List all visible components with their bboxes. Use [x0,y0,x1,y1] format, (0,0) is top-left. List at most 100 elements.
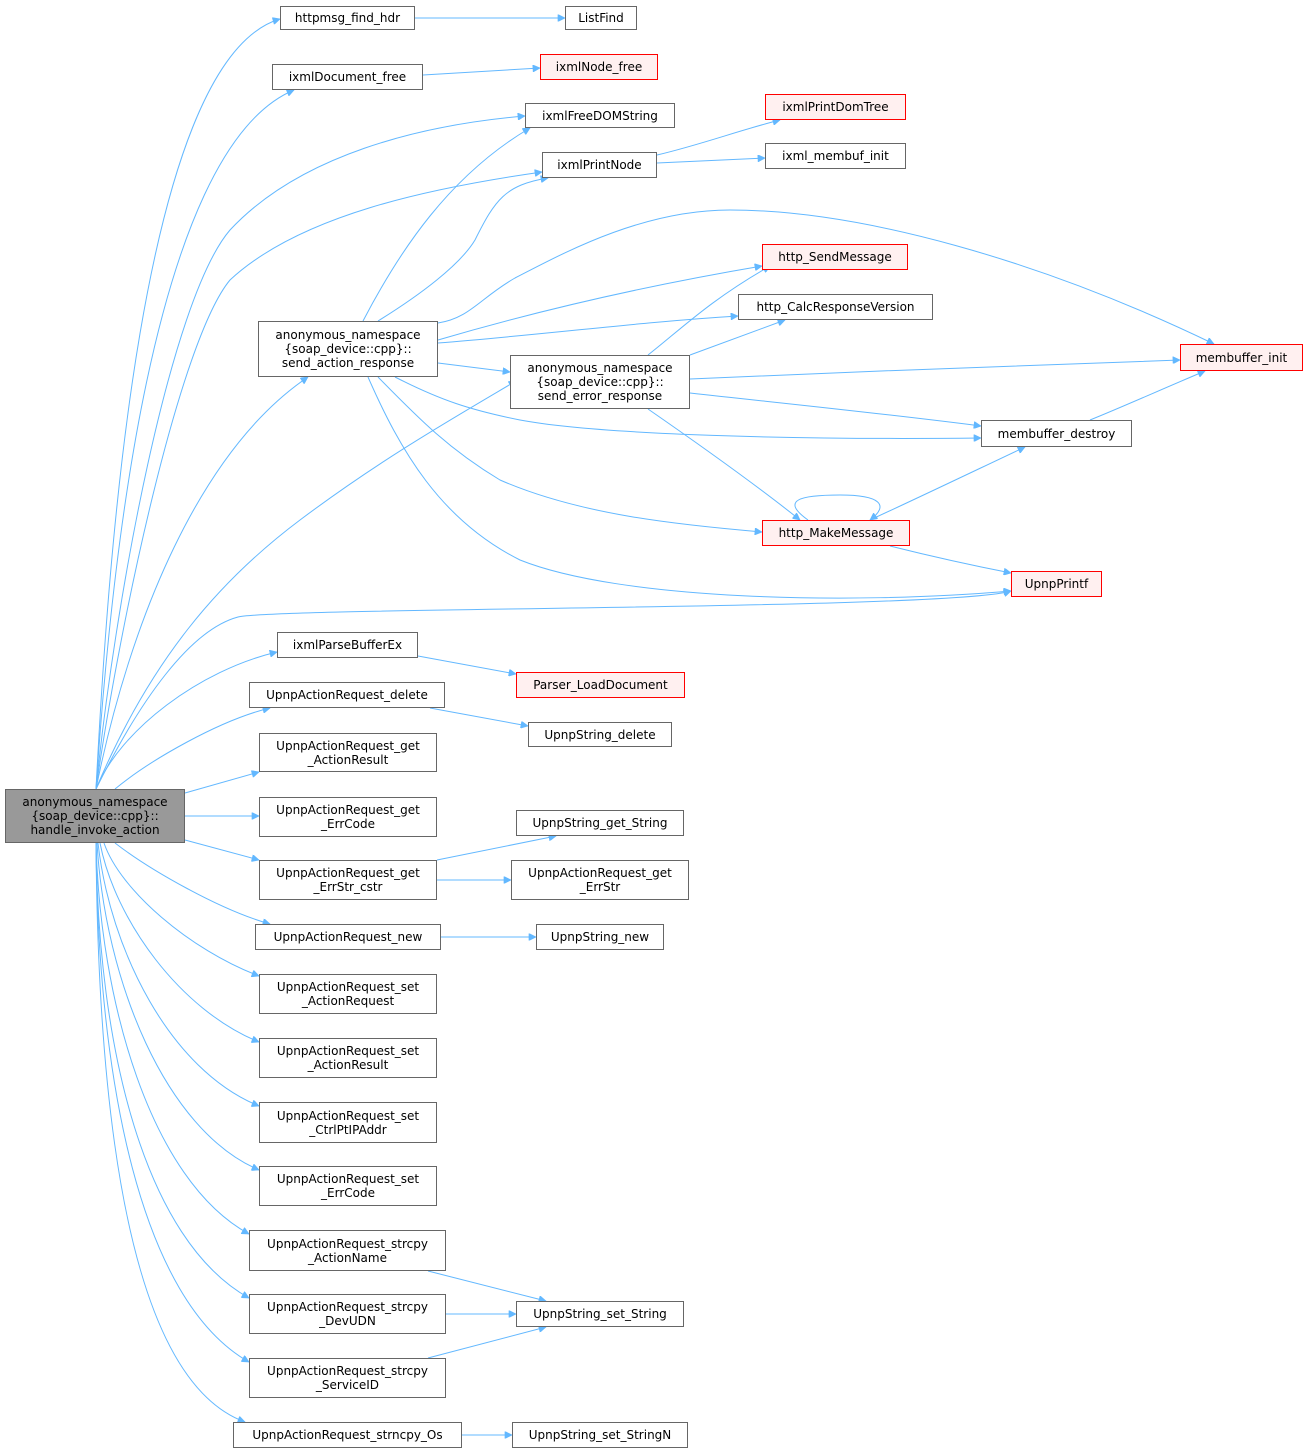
edge-send_action_response-to-UpnpPrintf [367,376,1011,599]
node-label: _ErrCode [321,817,375,831]
node-set_ErrCode[interactable]: UpnpActionRequest_set_ErrCode [259,1166,437,1206]
node-ixmlDocument_free[interactable]: ixmlDocument_free [272,64,423,90]
node-strcpy_ActionName[interactable]: UpnpActionRequest_strcpy_ActionName [249,1230,446,1271]
node-label: _CtrlPtIPAddr [309,1122,387,1137]
node-http_SendMessage[interactable]: http_SendMessage [762,244,908,270]
edge-http_MakeMessage-to-UpnpPrintf [889,545,1011,573]
node-UpnpActionRequest_delete[interactable]: UpnpActionRequest_delete [249,682,445,708]
node-ixml_membuf_init[interactable]: ixml_membuf_init [765,143,906,169]
edge-send_error_response-to-http_MakeMessage [647,408,800,520]
edge-http_MakeMessage-to-http_MakeMessage [794,494,881,520]
node-label: _ActionResult [307,752,389,767]
node-label: _ErrStr_cstr [313,880,383,894]
edge-root-to-get_ActionResult [184,772,259,794]
node-get_ErrCode[interactable]: UpnpActionRequest_get_ErrCode [259,797,437,837]
node-http_MakeMessage[interactable]: http_MakeMessage [762,520,910,546]
node-label: UpnpString_new [550,930,650,944]
node-label: anonymous_namespace [275,328,421,342]
node-set_CtrlPtIPAddr[interactable]: UpnpActionRequest_set_CtrlPtIPAddr [259,1102,437,1143]
node-strcpy_DevUDN[interactable]: UpnpActionRequest_strcpy_DevUDN [249,1294,446,1334]
edge-root-to-ixmlDocument_free [95,90,294,790]
node-label: membuffer_destroy [997,426,1116,441]
node-label: UpnpActionRequest_set [276,1172,420,1186]
edge-root-to-send_action_response [95,377,308,790]
node-strcpy_ServiceID[interactable]: UpnpActionRequest_strcpy_ServiceID [249,1358,446,1398]
node-ixmlNode_free[interactable]: ixmlNode_free [540,54,658,80]
edge-send_action_response-to-send_error_response [437,362,510,372]
node-httpmsg_find_hdr[interactable]: httpmsg_find_hdr [280,6,415,30]
edge-root-to-strcpy_ServiceID [95,842,249,1363]
edge-send_action_response-to-http_CalcResponseVersion [437,316,738,344]
node-membuffer_init[interactable]: membuffer_init [1180,344,1303,371]
edge-root-to-set_CtrlPtIPAddr [97,842,259,1106]
edge-root-to-UpnpPrintf [95,591,1011,790]
node-send_error_response[interactable]: anonymous_namespace{soap_device::cpp}::s… [510,355,690,409]
node-label: _DevUDN [319,1314,376,1328]
node-label: ixmlFreeDOMString [542,108,658,123]
node-get_ErrStr[interactable]: UpnpActionRequest_get_ErrStr [511,860,689,900]
edge-root-to-ixmlParseBufferEx [95,652,277,790]
node-Parser_LoadDocument[interactable]: Parser_LoadDocument [516,672,685,698]
node-ixmlFreeDOMString[interactable]: ixmlFreeDOMString [525,103,675,128]
edge-send_error_response-to-membuffer_destroy [689,392,981,426]
edge-ixmlPrintNode-to-ixmlPrintDomTree [656,120,780,156]
edge-send_action_response-to-http_MakeMessage [377,376,762,532]
node-UpnpString_set_StringN[interactable]: UpnpString_set_StringN [512,1422,688,1448]
edge-ixmlParseBufferEx-to-Parser_LoadDocument [417,655,516,674]
edge-strcpy_ActionName-to-UpnpString_set_String [427,1270,546,1301]
node-label: UpnpActionRequest_delete [266,688,428,702]
node-label: ixmlParseBufferEx [292,638,403,652]
node-membuffer_destroy[interactable]: membuffer_destroy [981,420,1132,447]
edge-send_error_response-to-http_CalcResponseVersion [689,320,785,356]
node-label: {soap_device::cpp}:: [284,342,412,356]
node-label: ixmlPrintDomTree [782,100,889,114]
node-label: UpnpActionRequest_get [528,866,672,880]
node-label: _ActionName [308,1250,387,1265]
edge-root-to-strcpy_DevUDN [95,842,249,1299]
node-UpnpString_get_String[interactable]: UpnpString_get_String [516,810,684,836]
node-label: anonymous_namespace [22,795,168,809]
node-label: http_MakeMessage [778,526,894,540]
node-label: ixmlPrintNode [557,158,642,172]
edge-root-to-set_ErrCode [96,842,259,1170]
node-label: httpmsg_find_hdr [294,11,401,25]
edge-strcpy_ServiceID-to-UpnpString_set_String [427,1327,546,1359]
node-label: send_action_response [281,356,415,370]
node-UpnpString_set_String[interactable]: UpnpString_set_String [516,1301,684,1327]
node-label: UpnpActionRequest_get [276,866,420,880]
node-label: _ActionResult [307,1058,389,1072]
edge-http_MakeMessage-to-membuffer_destroy [869,447,1025,521]
node-label: UpnpActionRequest_get [276,803,420,817]
node-UpnpString_delete[interactable]: UpnpString_delete [528,722,672,747]
node-ixmlPrintNode[interactable]: ixmlPrintNode [542,152,657,178]
node-UpnpPrintf[interactable]: UpnpPrintf [1011,571,1102,597]
node-send_action_response[interactable]: anonymous_namespace{soap_device::cpp}::s… [258,321,438,377]
node-label: anonymous_namespace [527,361,673,375]
node-ListFind[interactable]: ListFind [565,6,637,30]
edge-send_error_response-to-membuffer_init [689,360,1180,380]
node-get_ErrStr_cstr[interactable]: UpnpActionRequest_get_ErrStr_cstr [259,860,437,900]
node-label: UpnpActionRequest_strcpy [267,1300,428,1314]
node-label: UpnpActionRequest_set [276,1108,420,1123]
node-http_CalcResponseVersion[interactable]: http_CalcResponseVersion [738,294,933,320]
edge-get_ErrStr_cstr-to-UpnpString_get_String [436,836,556,861]
node-strncpy_Os[interactable]: UpnpActionRequest_strncpy_Os [233,1422,462,1448]
node-label: http_CalcResponseVersion [756,300,915,314]
node-ixmlPrintDomTree[interactable]: ixmlPrintDomTree [765,94,906,120]
node-label: UpnpPrintf [1024,577,1089,591]
node-label: membuffer_init [1195,350,1288,365]
edge-ixmlDocument_free-to-ixmlNode_free [422,68,540,76]
node-label: _ErrStr [579,880,621,894]
node-get_ActionResult[interactable]: UpnpActionRequest_get_ActionResult [259,733,437,772]
node-ixmlParseBufferEx[interactable]: ixmlParseBufferEx [277,632,418,658]
node-label: UpnpActionRequest_strcpy [267,1236,428,1251]
node-set_ActionResult[interactable]: UpnpActionRequest_set_ActionResult [259,1038,437,1078]
node-label: UpnpActionRequest_get [276,738,420,753]
node-UpnpActionRequest_new[interactable]: UpnpActionRequest_new [255,924,441,950]
edge-send_action_response-to-membuffer_destroy [394,376,981,438]
node-label: send_error_response [537,389,663,403]
node-set_ActionRequest[interactable]: UpnpActionRequest_set_ActionRequest [259,974,437,1014]
node-label: UpnpString_set_StringN [528,1428,672,1442]
node-label: {soap_device::cpp}:: [31,809,159,823]
node-UpnpString_new[interactable]: UpnpString_new [536,924,664,950]
